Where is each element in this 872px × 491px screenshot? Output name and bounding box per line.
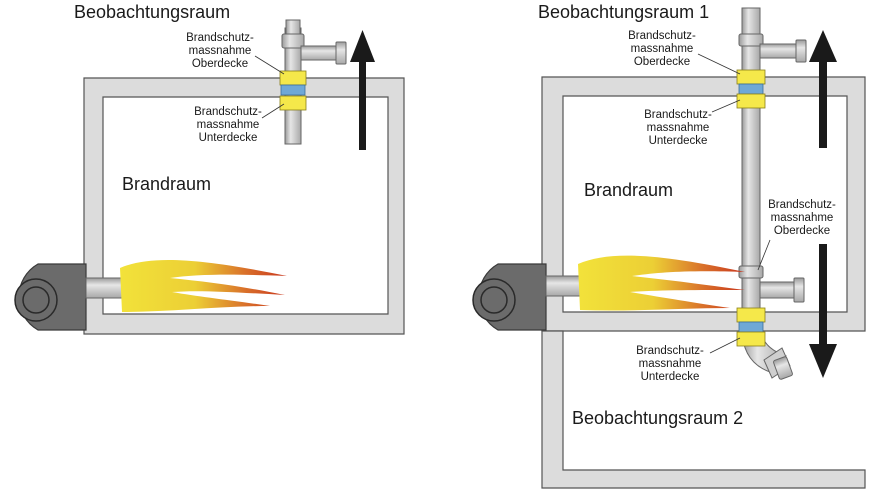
right-scene xyxy=(472,7,866,489)
right-protection-lower-bottom xyxy=(736,331,766,347)
left-scene xyxy=(14,19,405,335)
left-observation-room-label: Beobachtungsraum xyxy=(74,2,231,22)
left-protection-upper xyxy=(279,70,307,86)
left-fan xyxy=(14,263,125,331)
right-observation-room-2-wall xyxy=(541,330,866,489)
left-protection-lower xyxy=(279,95,307,111)
right-upper-ceiling-protection-label-top: Brandschutz- massnahme Oberdecke xyxy=(628,30,696,68)
right-flame xyxy=(578,255,745,311)
right-downward-arrow xyxy=(809,244,837,378)
right-observation-room-1-label: Beobachtungsraum 1 xyxy=(538,2,710,22)
left-flame xyxy=(120,260,287,312)
right-protection-upper-top xyxy=(736,69,766,85)
left-upward-arrow xyxy=(350,30,375,150)
right-protection-upper-bottom xyxy=(736,307,766,323)
right-pipe xyxy=(736,7,807,380)
left-upper-ceiling-protection-label: Brandschutz- massnahme Oberdecke xyxy=(186,32,254,70)
right-protection-lower-top xyxy=(736,93,766,109)
right-upward-arrow xyxy=(809,30,837,148)
right-upper-ceiling-protection-label-bottom: Brandschutz- massnahme Oberdecke xyxy=(768,199,836,237)
right-fire-room-label: Brandraum xyxy=(584,180,674,200)
left-fire-room-label: Brandraum xyxy=(122,174,212,194)
left-pipe xyxy=(279,19,347,145)
left-lower-ceiling-protection-label: Brandschutz- massnahme Unterdecke xyxy=(194,106,262,144)
right-fan xyxy=(472,263,581,331)
right-lower-ceiling-protection-label-bottom: Brandschutz- massnahme Unterdecke xyxy=(636,345,704,383)
right-observation-room-2-label: Beobachtungsraum 2 xyxy=(572,408,744,428)
right-lower-ceiling-protection-label-top: Brandschutz- massnahme Unterdecke xyxy=(644,109,712,147)
